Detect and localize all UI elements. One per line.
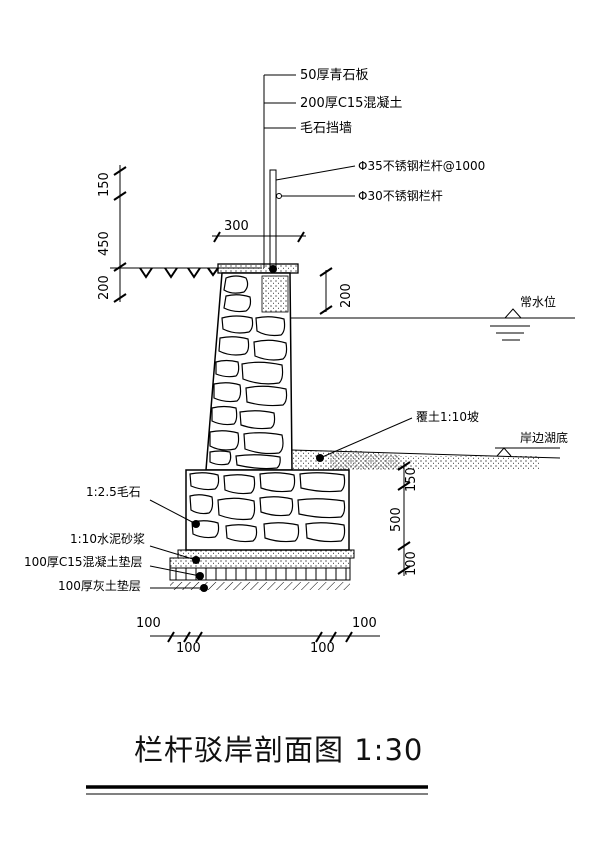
dim-left-450: 450	[97, 231, 112, 256]
water-level	[290, 308, 575, 341]
callout-cement-mortar: 1:10水泥砂浆	[70, 531, 145, 546]
left-dimension-line	[113, 165, 127, 303]
title-underline	[86, 785, 428, 795]
rubble-wall	[205, 272, 293, 471]
mortar-layer	[177, 549, 355, 559]
drawing-title: 栏杆驳岸剖面图 1:30	[134, 733, 423, 767]
label-lake-bottom: 岸边湖底	[520, 430, 568, 445]
callout-slab: 50厚青石板	[300, 68, 369, 83]
mid-dimension-line	[319, 267, 333, 315]
bottom-dimension-line	[150, 631, 380, 643]
right-dimension-line	[397, 461, 411, 576]
footing-block	[185, 469, 350, 551]
dim-bottom-100-d: 100	[352, 616, 377, 631]
callout-backfill: 覆土1:10坡	[416, 410, 479, 424]
leader-lines	[149, 74, 413, 589]
top-slab	[217, 263, 299, 274]
dim-left-200: 200	[97, 275, 112, 300]
dim-right-150: 150	[404, 467, 419, 492]
lake-bottom-symbol	[495, 447, 560, 457]
callout-rubble-wall: 毛石挡墙	[300, 121, 352, 136]
dim-bottom-100-c: 100	[310, 641, 335, 656]
dim-bottom-100-b: 100	[176, 641, 201, 656]
callout-concrete: 200厚C15混凝土	[300, 95, 402, 111]
callout-lime-soil: 100厚灰土垫层	[58, 578, 141, 593]
railing-post	[263, 75, 277, 269]
label-normal-water: 常水位	[520, 294, 556, 309]
top-dimension-line	[212, 231, 306, 243]
dim-bottom-100-a: 100	[136, 616, 161, 631]
callout-mortar-stone: 1:2.5毛石	[86, 485, 141, 499]
callout-rail-30: Φ30不锈钢栏杆	[358, 188, 443, 203]
callout-c15-base: 100厚C15混凝土垫层	[24, 554, 143, 569]
dim-right-100: 100	[404, 551, 419, 576]
dim-top-300: 300	[224, 219, 249, 234]
dim-left-150: 150	[97, 172, 112, 197]
subgrade-hatch	[170, 582, 350, 590]
dim-right-500: 500	[389, 507, 404, 532]
lake-bottom-fill	[291, 449, 561, 470]
lime-soil-cushion	[169, 567, 351, 581]
callout-dots	[192, 193, 324, 592]
callout-rail-35: Φ35不锈钢栏杆@1000	[358, 158, 485, 173]
dim-mid-200: 200	[339, 283, 354, 308]
